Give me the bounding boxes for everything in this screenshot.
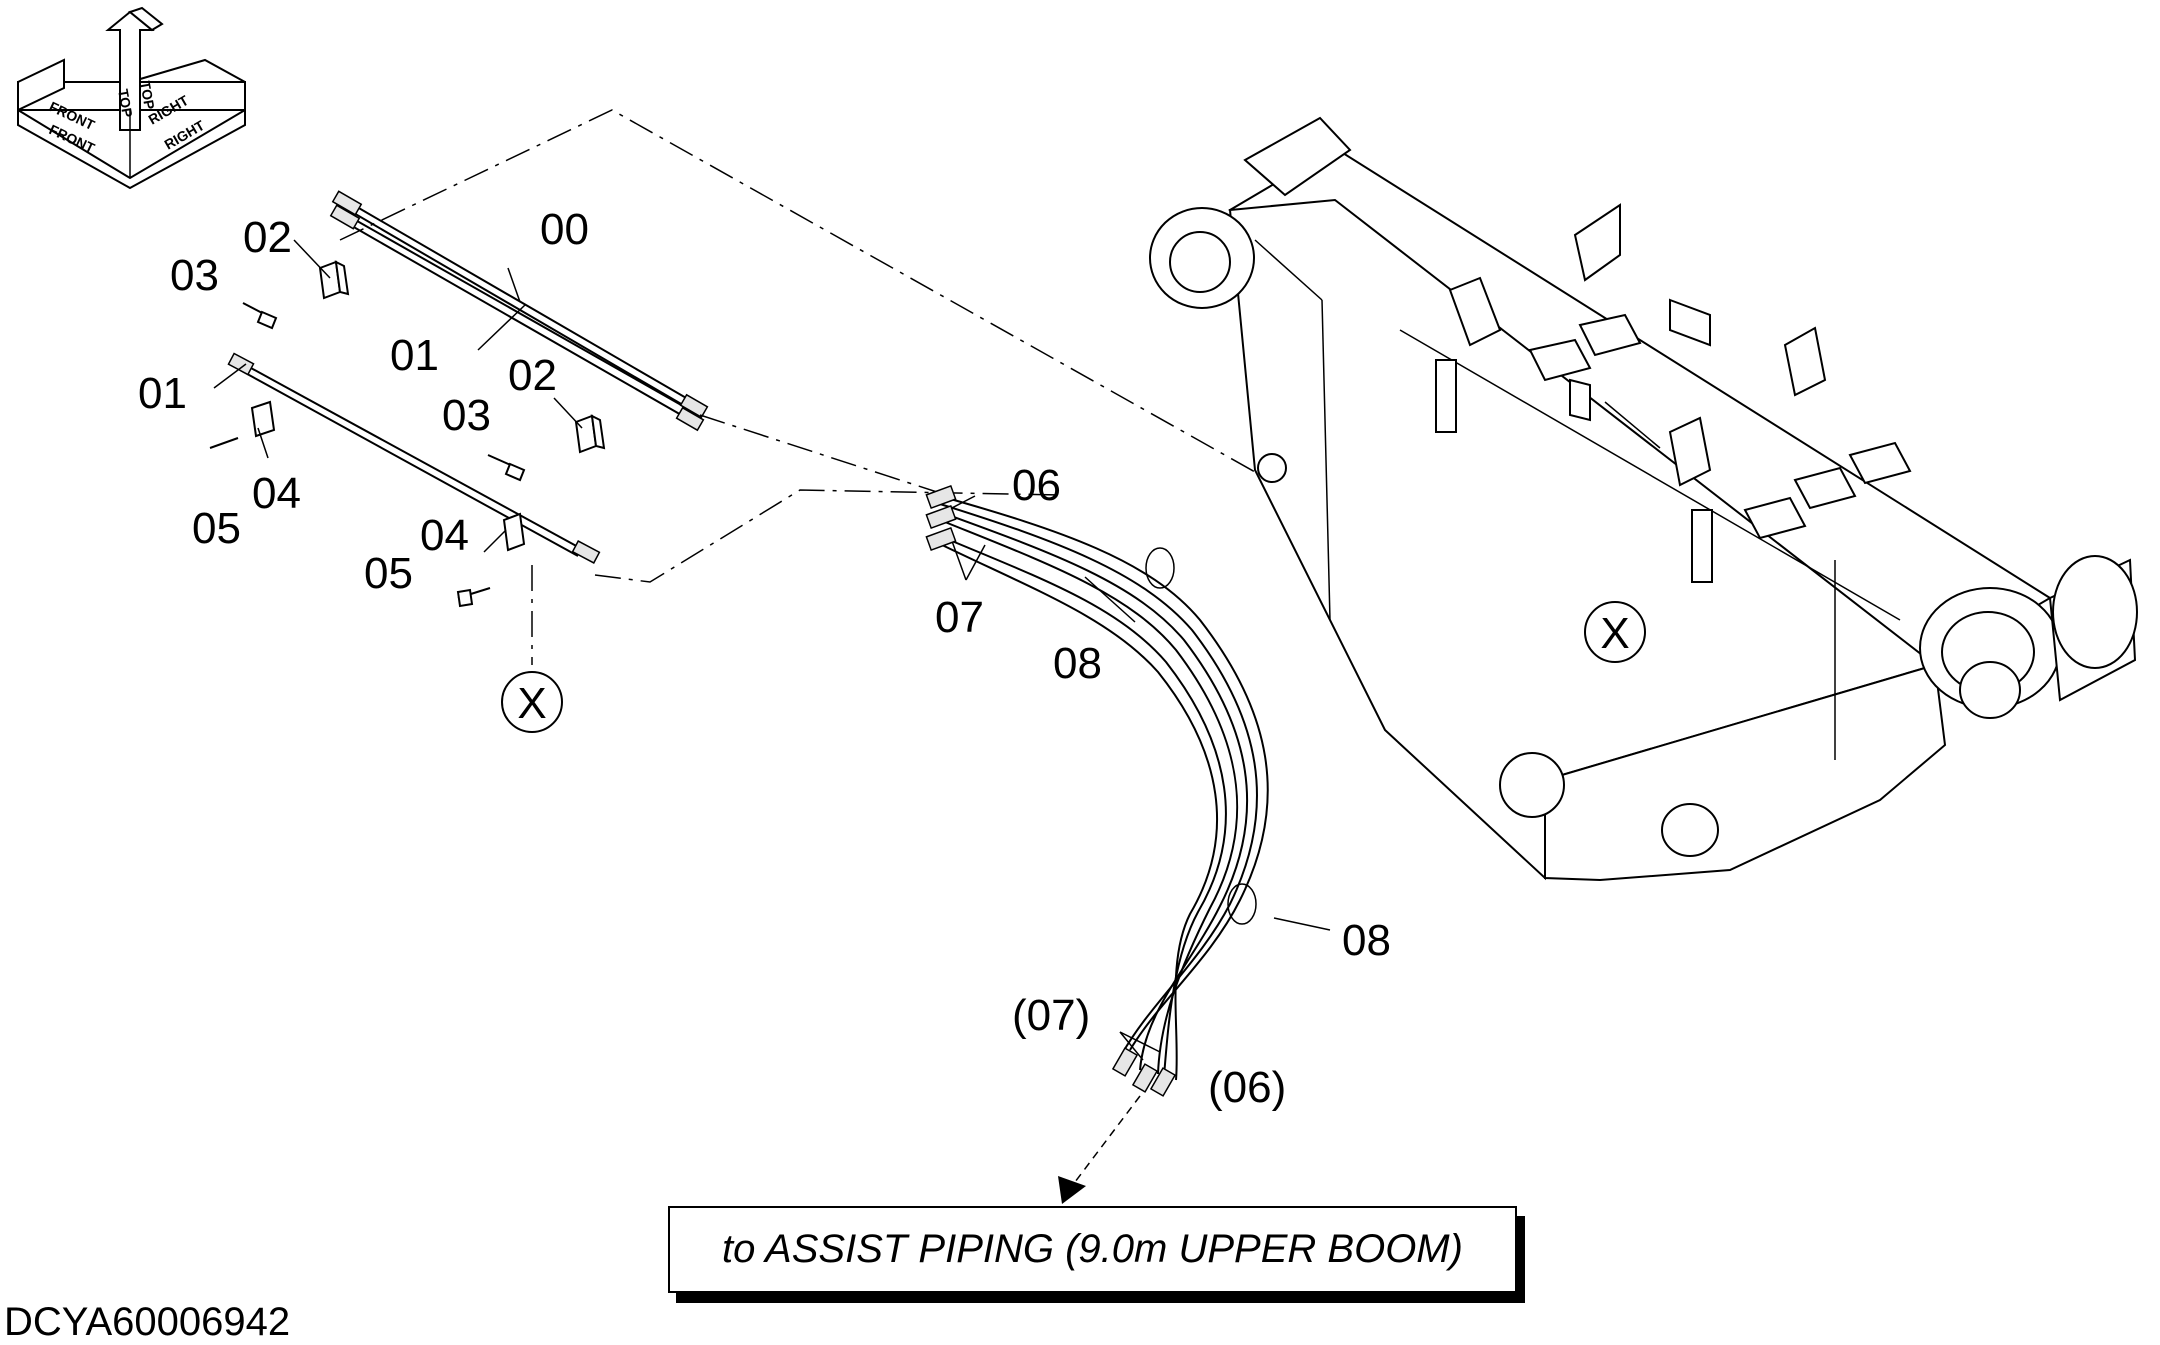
assist-piping-callout: to ASSIST PIPING (9.0m UPPER BOOM) — [668, 1206, 1517, 1293]
label-07-ref: (07) — [1012, 991, 1090, 1040]
label-05-upper: 05 — [192, 504, 241, 553]
label-06: 06 — [1012, 461, 1061, 510]
label-08-lower: 08 — [1342, 916, 1391, 965]
label-06-ref: (06) — [1208, 1063, 1286, 1112]
clamp-04-lower-icon — [502, 512, 526, 552]
label-08-upper: 08 — [1053, 639, 1102, 688]
label-01-lower: 01 — [138, 369, 187, 418]
label-04-upper: 04 — [252, 469, 301, 518]
assist-piping-callout-text: to ASSIST PIPING (9.0m UPPER BOOM) — [722, 1227, 1463, 1271]
orientation-top-label: TOP — [115, 88, 136, 119]
label-03-upper: 03 — [170, 251, 219, 300]
boom-structure — [1149, 116, 2138, 882]
label-04-lower: 04 — [420, 511, 469, 560]
view-marker-x-right-text: X — [1600, 609, 1629, 658]
hose-bundle-06-07 — [925, 485, 1269, 1097]
label-02-lower: 02 — [508, 351, 557, 400]
clamp-02-upper-icon — [318, 260, 350, 300]
hose-assembly-upper — [329, 190, 709, 432]
orientation-top-label-2: TOP — [137, 80, 158, 111]
orientation-indicator-icon: FRONT FRONT TOP TOP RIGHT RIGHT — [17, 6, 246, 190]
bolt-03-upper-icon — [242, 302, 278, 330]
part-labels: 00 01 01 02 02 03 03 04 04 05 05 06 07 0… — [138, 205, 1391, 1112]
clamp-02-lower-icon — [574, 414, 606, 454]
arrow-to-assist-piping — [1058, 1095, 1141, 1204]
view-marker-x-left-text: X — [517, 679, 546, 728]
bolt-05-upper-icon — [209, 437, 239, 449]
label-03-lower: 03 — [442, 391, 491, 440]
bolt-03-lower-icon — [487, 454, 526, 482]
label-01-upper: 01 — [390, 331, 439, 380]
drawing-code: DCYA60006942 — [4, 1300, 291, 1344]
view-marker-x-right: X — [1584, 601, 1646, 663]
hose-01-lower — [209, 352, 601, 608]
label-05-lower: 05 — [364, 549, 413, 598]
view-marker-x-left: X — [501, 671, 563, 733]
clamp-04-upper-icon — [250, 400, 276, 438]
leader-lines — [213, 239, 1331, 1061]
label-07: 07 — [935, 593, 984, 642]
label-00: 00 — [540, 205, 589, 254]
label-02-upper: 02 — [243, 213, 292, 262]
